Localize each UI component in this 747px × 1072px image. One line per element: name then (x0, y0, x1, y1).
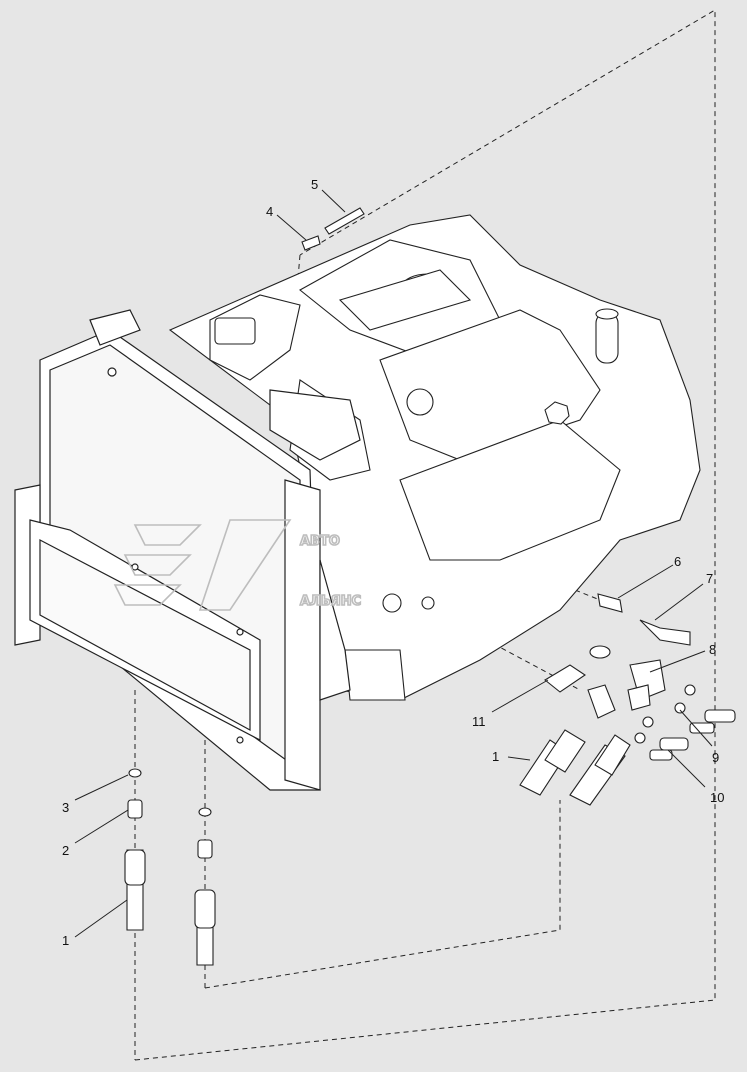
callout-4: 4 (266, 204, 273, 219)
leader-lines (74, 189, 713, 938)
watermark-line2: АЛЬЯНС (300, 594, 361, 609)
watermark-line1: АВТО (300, 534, 340, 549)
radiator-assembly (14, 309, 361, 791)
left-fittings (124, 768, 216, 966)
callout-1-left: 1 (62, 933, 69, 948)
callout-3: 3 (62, 800, 69, 815)
callout-9: 9 (712, 750, 719, 765)
callout-10: 10 (710, 790, 724, 805)
watermark-logo-icon (113, 519, 292, 611)
right-fittings (301, 207, 736, 806)
callout-11: 11 (472, 714, 486, 729)
callout-6: 6 (674, 554, 681, 569)
watermark: АВТО АЛЬЯНС (113, 519, 362, 611)
callout-5: 5 (311, 177, 318, 192)
callout-2: 2 (62, 843, 69, 858)
callout-labels: 5 4 6 7 8 11 1 9 10 3 2 1 (62, 177, 724, 948)
callout-8: 8 (709, 642, 716, 657)
engine-assembly (168, 214, 701, 701)
callout-7: 7 (706, 571, 713, 586)
callout-1-right: 1 (492, 749, 499, 764)
